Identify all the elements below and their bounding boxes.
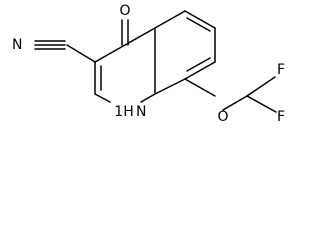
bond-c4a-c5: [154, 10, 186, 29]
ring-nh-label: 1H N: [114, 104, 146, 120]
bond-c5-c6-inner: [186, 17, 211, 32]
pyridinone-ring: [94, 27, 156, 103]
bond-c7-c8-inner: [186, 57, 211, 72]
fluorine-label-2: F: [277, 109, 285, 125]
fluorine-label-1: F: [277, 62, 285, 78]
bond-o-chf2: [222, 95, 248, 111]
carbonyl-group: O: [119, 3, 131, 46]
ring-nh-n-label: N: [136, 104, 146, 120]
bond-c3-cn: [66, 44, 96, 63]
nitrile-group: N: [12, 37, 96, 63]
nitrile-nitrogen-label: N: [12, 37, 22, 53]
ring-nh-1h-label: 1H: [114, 104, 133, 120]
bond-c-f2: [246, 95, 277, 113]
bond-c4-c4a: [124, 27, 156, 46]
bond-c8-c8a: [154, 78, 186, 95]
benzene-ring: [154, 10, 216, 95]
bond-c8-o: [184, 78, 216, 97]
bond-c7-c8: [184, 61, 216, 80]
molecule-structure-diagram: O N 1H N O F F: [12, 3, 285, 125]
carbonyl-oxygen-label: O: [119, 3, 130, 19]
ether-oxygen-label: O: [217, 109, 228, 125]
bond-n1-c2: [94, 93, 111, 103]
bond-c3-c4: [94, 44, 126, 63]
bond-c5-c6: [184, 10, 216, 29]
bond-c8a-n1: [140, 93, 156, 103]
bond-c-f1: [246, 76, 276, 97]
difluoromethoxy-group: O F F: [184, 62, 285, 125]
